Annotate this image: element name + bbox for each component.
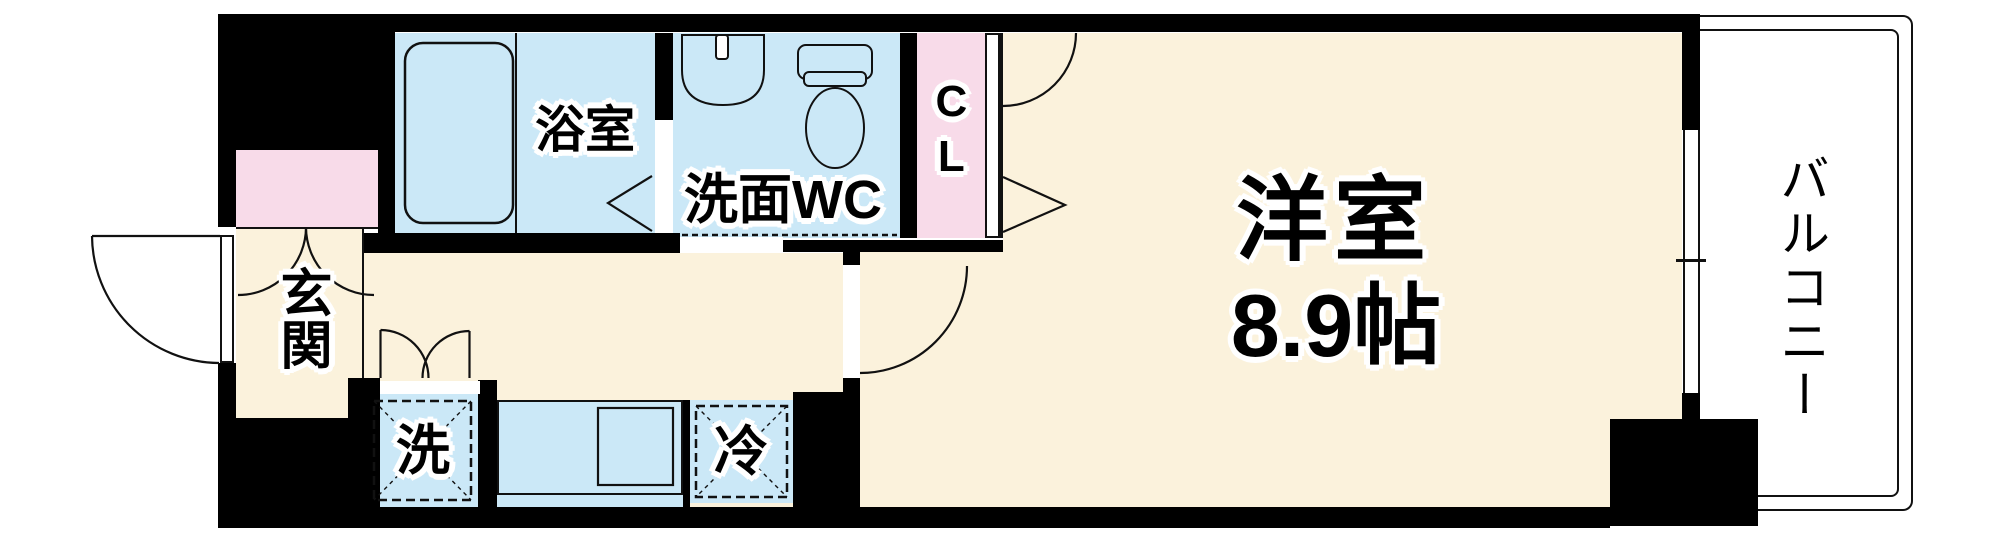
main-room-label: 洋室 — [1235, 170, 1433, 273]
entrance-door-leaf — [220, 235, 234, 363]
wall-right-stub — [1682, 393, 1700, 419]
wall-entrance-bath — [378, 150, 395, 253]
washer-door-opening — [380, 381, 480, 394]
window-center-tick — [1676, 259, 1706, 262]
wall-below-washroom — [783, 240, 1003, 252]
wall-below-bathroom — [363, 233, 680, 253]
balcony-label: バルコニー — [1773, 153, 1829, 423]
closet-label: CL — [926, 77, 976, 187]
main-room-door-opening — [843, 265, 860, 378]
room-main-floor — [1003, 33, 1682, 507]
wall-counter-right — [683, 400, 690, 507]
wall-right-upper — [1682, 15, 1700, 130]
main-room-size-label: 8.9帖 — [1230, 276, 1442, 376]
bathroom-divider-line — [515, 33, 517, 233]
washing-machine-label: 洗 — [396, 420, 450, 481]
wall-left-upper — [218, 14, 236, 227]
room-main-floor-ext — [860, 252, 1003, 507]
washroom-wc-label: 洗面WC — [684, 169, 882, 230]
closet-door-leaf — [985, 33, 1000, 238]
wall-bottom — [218, 507, 1610, 528]
entrance-step-line — [362, 227, 364, 378]
refrigerator-label: 冷 — [714, 421, 768, 482]
entrance-door-arc — [90, 235, 220, 365]
wall-topleft-block — [236, 14, 395, 150]
wall-top — [218, 14, 1700, 32]
wall-door-stub — [843, 250, 860, 265]
washroom-doorway — [680, 237, 783, 252]
bathroom-label: 浴室 — [535, 102, 635, 158]
wall-fridge-right — [793, 392, 860, 528]
closet-wall-line — [1000, 33, 1003, 238]
wall-closet-left — [900, 33, 917, 238]
wall-bath-washroom — [655, 33, 673, 120]
bathroom-door-strip — [655, 120, 670, 233]
kitchen-counter — [497, 400, 683, 495]
wall-bottomright-block — [1610, 419, 1758, 526]
room-closet-floor — [917, 33, 985, 238]
wall-washer-right — [478, 380, 497, 507]
kitchen-counter-base — [497, 495, 683, 507]
shoe-cabinet — [236, 150, 378, 229]
entrance-label: 玄関 — [272, 266, 331, 370]
